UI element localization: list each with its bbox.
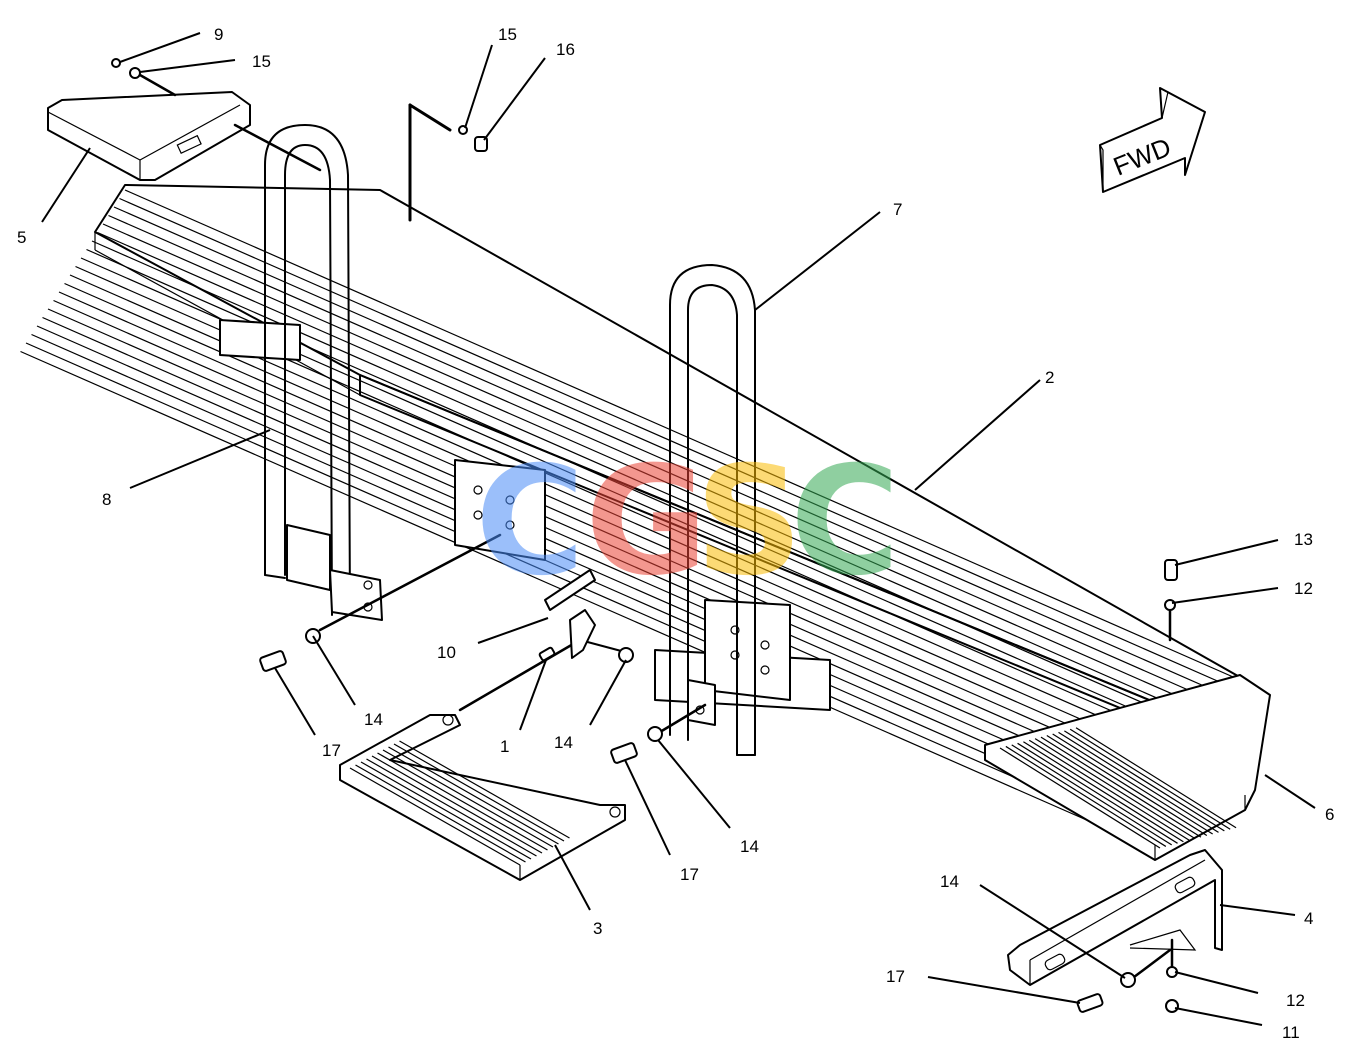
callout-15: 15 bbox=[252, 52, 271, 71]
callout-14: 14 bbox=[364, 710, 383, 729]
grating-bar bbox=[58, 291, 1175, 783]
grating-bar bbox=[64, 282, 1180, 775]
callout-4: 4 bbox=[1304, 909, 1313, 928]
grating-bar bbox=[382, 749, 554, 848]
grating-bar bbox=[53, 299, 1169, 792]
grating-bar bbox=[1058, 731, 1219, 833]
callout-16: 16 bbox=[556, 40, 575, 59]
grating-bar bbox=[1034, 738, 1196, 840]
hardware bbox=[111, 58, 1179, 1013]
watermark: C G S C bbox=[475, 435, 900, 609]
grating-bar bbox=[36, 325, 1153, 817]
grating-bar bbox=[1005, 745, 1167, 847]
grating-bar bbox=[1046, 735, 1208, 837]
grating-bar bbox=[366, 758, 537, 857]
callout-11: 11 bbox=[1282, 1023, 1300, 1042]
grating-bar bbox=[113, 206, 1230, 698]
grating-bar bbox=[1028, 739, 1190, 841]
grating-bar bbox=[102, 223, 1219, 715]
grating-bar bbox=[377, 752, 548, 851]
leader-lines bbox=[41, 32, 1316, 1026]
grating-bar bbox=[1075, 727, 1237, 829]
grating-bar bbox=[124, 189, 1241, 681]
callouts: 9 15 15 16 5 7 2 8 13 12 10 14 17 1 14 6… bbox=[17, 25, 1334, 1042]
watermark-letter-4: C bbox=[790, 435, 900, 609]
grating-bar bbox=[388, 746, 559, 845]
grating-bar bbox=[355, 764, 526, 863]
callout-14: 14 bbox=[740, 837, 759, 856]
grating-bar bbox=[47, 308, 1164, 800]
callout-17: 17 bbox=[886, 967, 905, 986]
callout-12: 12 bbox=[1294, 579, 1313, 598]
callout-13: 13 bbox=[1294, 530, 1313, 549]
end-cap-part-5 bbox=[47, 91, 251, 181]
grating-bar bbox=[119, 197, 1235, 690]
callout-6: 6 bbox=[1325, 805, 1334, 824]
callout-5: 5 bbox=[17, 228, 26, 247]
callout-8: 8 bbox=[102, 490, 111, 509]
handrail-part-8 bbox=[264, 124, 383, 621]
watermark-letter-2: G bbox=[585, 435, 708, 609]
grating-bar bbox=[393, 743, 565, 842]
end-platform-bars bbox=[999, 727, 1237, 849]
grating-bar bbox=[1011, 744, 1173, 846]
grating-bar bbox=[20, 350, 1136, 843]
grating-bar bbox=[360, 761, 532, 860]
watermark-letter-1: C bbox=[475, 435, 585, 609]
grating-bar bbox=[1040, 736, 1202, 838]
grating-bar bbox=[1023, 741, 1184, 843]
grating-bar bbox=[1052, 733, 1213, 835]
end-platform bbox=[984, 674, 1271, 861]
callout-12: 12 bbox=[1286, 991, 1305, 1010]
grating-bar bbox=[1064, 730, 1225, 832]
grating-bar bbox=[349, 767, 521, 866]
callout-14: 14 bbox=[554, 733, 573, 752]
grating-bar bbox=[108, 214, 1224, 707]
callout-10: 10 bbox=[437, 643, 456, 662]
forward-direction-arrow: FWD bbox=[1099, 87, 1206, 193]
grating-bar bbox=[399, 740, 570, 839]
step-grating-bars bbox=[349, 740, 570, 866]
grating-bar bbox=[371, 755, 543, 854]
callout-14: 14 bbox=[940, 872, 959, 891]
callout-2: 2 bbox=[1045, 368, 1054, 387]
watermark-letter-3: S bbox=[695, 435, 803, 609]
step-part-3 bbox=[339, 714, 626, 881]
callout-7: 7 bbox=[893, 200, 902, 219]
grating-bar bbox=[1069, 728, 1231, 830]
callout-3: 3 bbox=[593, 919, 602, 938]
grating-bar bbox=[97, 231, 1213, 724]
handrail-part-7 bbox=[669, 264, 756, 756]
callout-17: 17 bbox=[322, 741, 341, 760]
callout-17: 17 bbox=[680, 865, 699, 884]
callout-1: 1 bbox=[500, 737, 509, 756]
grating-bar bbox=[1017, 742, 1178, 844]
callout-9: 9 bbox=[214, 25, 223, 44]
bracket-part-4 bbox=[1007, 849, 1223, 986]
grating-bar bbox=[42, 316, 1158, 809]
grating-bar bbox=[999, 747, 1161, 849]
callout-15: 15 bbox=[498, 25, 517, 44]
